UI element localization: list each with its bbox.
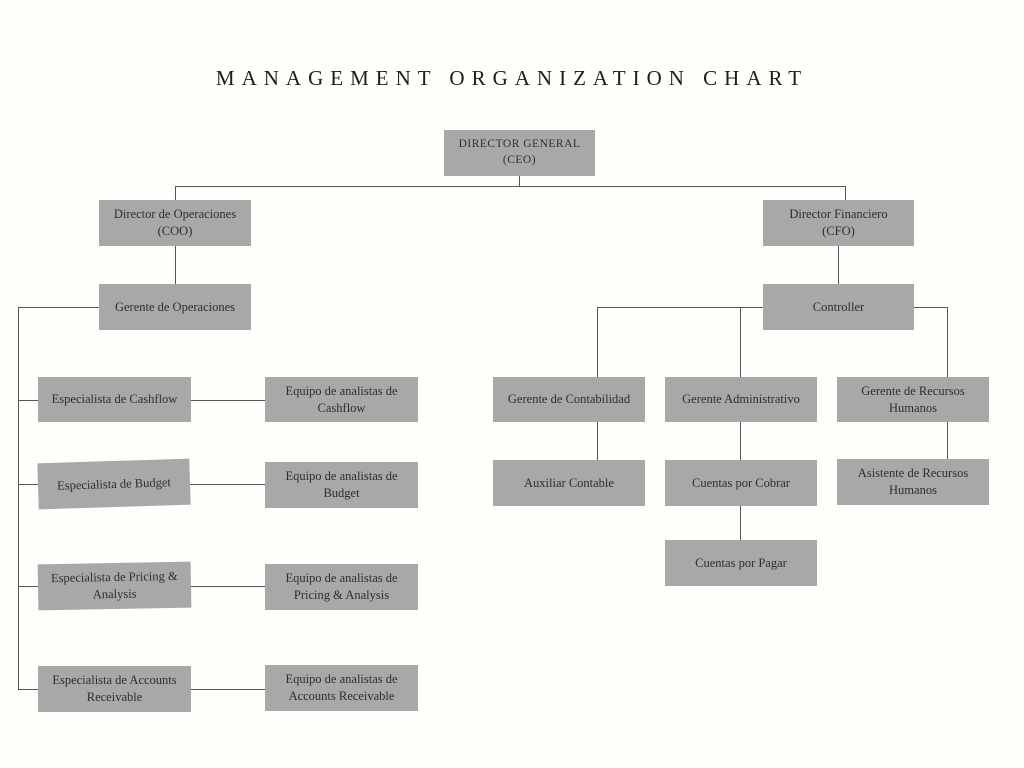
- connector-line: [914, 307, 947, 308]
- node-equipo-analistas-accounts-receivable[interactable]: Equipo de analistas de Accounts Receivab…: [265, 665, 418, 711]
- node-director-financiero-cfo[interactable]: Director Financiero (CFO): [763, 200, 914, 246]
- node-label: Asistente de Recursos Humanos: [857, 466, 969, 497]
- node-label: Director de Operaciones: [113, 207, 237, 222]
- node-label: Equipo de analistas de Cashflow: [285, 383, 398, 415]
- connector-line: [191, 586, 265, 587]
- node-label: Especialista de Cashflow: [51, 392, 178, 407]
- connector-line: [191, 689, 265, 690]
- connector-line: [845, 186, 846, 200]
- node-gerente-operaciones[interactable]: Gerente de Operaciones: [99, 284, 251, 330]
- node-label: Gerente de Operaciones: [114, 299, 236, 314]
- node-label: Director Financiero: [789, 207, 888, 222]
- connector-line: [597, 307, 598, 377]
- connector-line: [18, 400, 38, 401]
- node-equipo-analistas-cashflow[interactable]: Equipo de analistas de Cashflow: [265, 377, 418, 422]
- connector-line: [597, 422, 598, 460]
- node-label: Especialista de Budget: [56, 474, 172, 493]
- node-especialista-budget[interactable]: Especialista de Budget: [37, 458, 191, 510]
- connector-line: [519, 176, 520, 186]
- connector-line: [740, 422, 741, 460]
- node-label: DIRECTOR GENERAL: [458, 138, 581, 151]
- connector-line: [947, 307, 948, 377]
- node-label: Auxiliar Contable: [524, 475, 614, 490]
- node-gerente-contabilidad[interactable]: Gerente de Contabilidad: [493, 377, 645, 422]
- node-gerente-administrativo[interactable]: Gerente Administrativo: [665, 377, 817, 422]
- node-label: Gerente de Recursos Humanos: [861, 383, 965, 415]
- connector-line: [191, 400, 265, 401]
- connector-line: [18, 586, 38, 587]
- node-sublabel: (CEO): [502, 154, 537, 166]
- node-equipo-analistas-budget[interactable]: Equipo de analistas de Budget: [265, 462, 418, 508]
- connector-line: [947, 422, 948, 459]
- connector-line: [838, 246, 839, 284]
- node-label: Equipo de analistas de Accounts Receivab…: [285, 672, 398, 703]
- connector-line: [175, 186, 176, 200]
- node-asistente-recursos-humanos[interactable]: Asistente de Recursos Humanos: [837, 459, 989, 505]
- node-label: Gerente Administrativo: [682, 392, 800, 407]
- node-especialista-pricing-analysis[interactable]: Especialista de Pricing & Analysis: [37, 561, 192, 611]
- connector-line: [175, 246, 176, 284]
- node-label: Especialista de Pricing & Analysis: [50, 569, 178, 602]
- node-especialista-cashflow[interactable]: Especialista de Cashflow: [38, 377, 191, 422]
- node-sublabel: (CFO): [822, 224, 855, 238]
- node-gerente-recursos-humanos[interactable]: Gerente de Recursos Humanos: [837, 377, 989, 422]
- node-cuentas-por-cobrar[interactable]: Cuentas por Cobrar: [665, 460, 817, 506]
- node-label: Controller: [812, 299, 865, 314]
- node-label: Cuentas por Pagar: [695, 555, 787, 570]
- node-auxiliar-contable[interactable]: Auxiliar Contable: [493, 460, 645, 506]
- node-label: Equipo de analistas de Pricing & Analysi…: [285, 571, 398, 602]
- connector-line: [18, 689, 38, 690]
- node-label: Gerente de Contabilidad: [507, 392, 631, 407]
- node-cuentas-por-pagar[interactable]: Cuentas por Pagar: [665, 540, 817, 586]
- page-title: MANAGEMENT ORGANIZATION CHART: [215, 66, 809, 90]
- connector-line: [18, 307, 99, 308]
- connector-line: [740, 506, 741, 540]
- node-equipo-analistas-pricing-analysis[interactable]: Equipo de analistas de Pricing & Analysi…: [265, 564, 418, 610]
- node-label: Cuentas por Cobrar: [692, 475, 790, 490]
- node-controller[interactable]: Controller: [763, 284, 914, 330]
- node-sublabel: (COO): [157, 224, 193, 238]
- node-label: Equipo de analistas de Budget: [285, 469, 398, 500]
- node-label: Especialista de Accounts Receivable: [52, 673, 177, 704]
- connector-line: [190, 484, 265, 485]
- node-director-operaciones-coo[interactable]: Director de Operaciones (COO): [99, 200, 251, 246]
- connector-line: [18, 307, 19, 690]
- connector-line: [18, 484, 38, 485]
- connector-line: [740, 307, 741, 377]
- connector-line: [597, 307, 763, 308]
- node-especialista-accounts-receivable[interactable]: Especialista de Accounts Receivable: [38, 666, 191, 712]
- connector-line: [175, 186, 846, 187]
- node-director-general-ceo[interactable]: DIRECTOR GENERAL (CEO): [444, 130, 595, 176]
